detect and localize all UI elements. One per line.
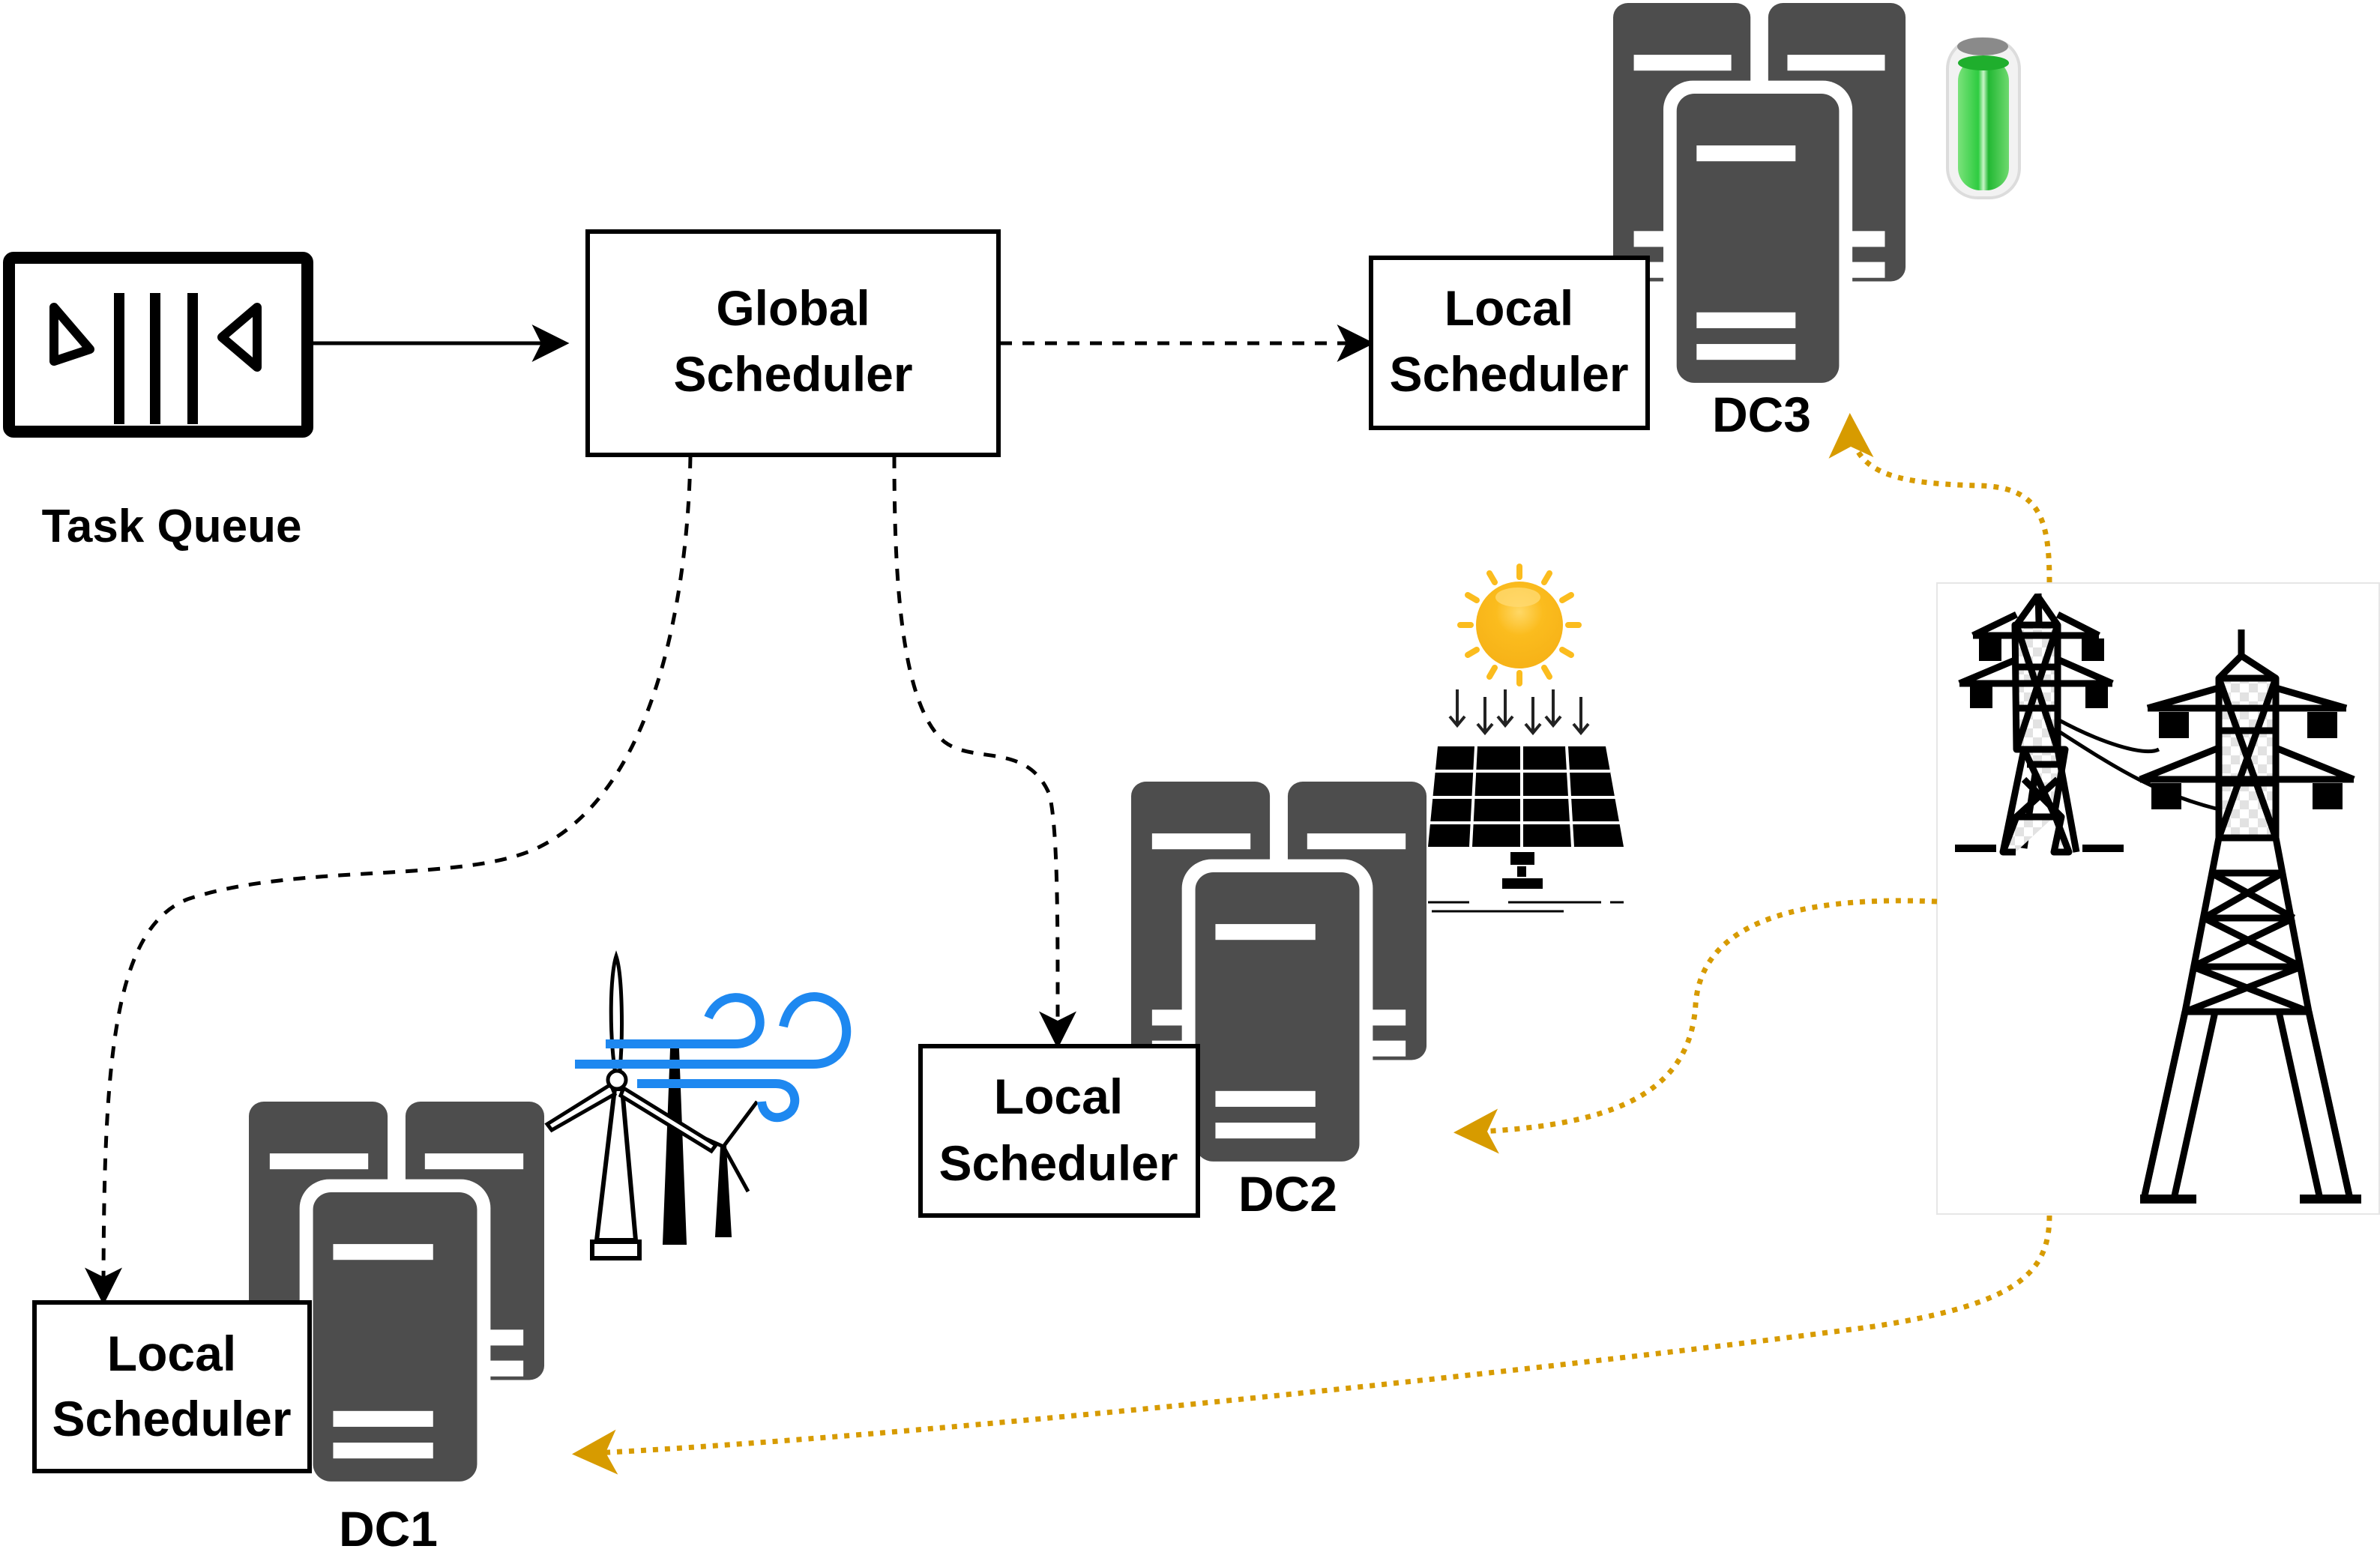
wind-turbine-icon bbox=[544, 950, 759, 1260]
task-queue: Task Queue bbox=[3, 252, 313, 552]
battery-icon bbox=[1946, 37, 2021, 199]
global-scheduler-box bbox=[585, 229, 1001, 457]
dc2-local-scheduler-box bbox=[918, 1044, 1200, 1218]
dc1-local-scheduler-line1: Local bbox=[107, 1326, 236, 1381]
global-scheduler-line2: Scheduler bbox=[673, 346, 912, 402]
dc3-local-scheduler-line1: Local bbox=[1444, 280, 1573, 336]
dc3-label: DC3 bbox=[1712, 387, 1811, 442]
solar-panel-icon bbox=[1428, 746, 1624, 913]
queue-icon bbox=[49, 293, 262, 424]
transmission-tower-icon bbox=[1955, 593, 2361, 1204]
dc2-local-scheduler-line1: Local bbox=[994, 1069, 1123, 1124]
dc1-local-scheduler-line2: Scheduler bbox=[52, 1391, 291, 1446]
dc2-label: DC2 bbox=[1238, 1166, 1337, 1222]
dc3: Local Scheduler DC3 bbox=[1369, 3, 2021, 442]
edge-global-to-dc1 bbox=[85, 456, 693, 1305]
power-flow-to-dc2 bbox=[1453, 898, 1938, 1154]
power-flow-to-dc3 bbox=[1828, 413, 2052, 583]
edge-global-to-dc2 bbox=[892, 456, 1077, 1049]
dc3-local-scheduler-line2: Scheduler bbox=[1389, 346, 1628, 402]
sunlight-arrows-icon bbox=[1448, 689, 1590, 736]
sun-icon bbox=[1457, 564, 1582, 686]
dc3-server-cluster-icon bbox=[1613, 3, 1906, 383]
dc2-local-scheduler-line2: Scheduler bbox=[939, 1135, 1178, 1191]
dc2: Local Scheduler DC2 bbox=[918, 564, 1624, 1222]
task-queue-label: Task Queue bbox=[42, 501, 302, 552]
power-grid-frame bbox=[1936, 582, 2380, 1215]
dc1-local-scheduler-box bbox=[32, 1300, 312, 1473]
dc1: Local Scheduler DC1 bbox=[32, 950, 852, 1549]
global-scheduler: Global Scheduler bbox=[585, 229, 1001, 457]
power-grid bbox=[1936, 582, 2380, 1215]
dc3-local-scheduler-box bbox=[1369, 256, 1650, 430]
dc1-label: DC1 bbox=[339, 1501, 438, 1549]
power-flow-to-dc1 bbox=[572, 1215, 2052, 1475]
wind-icon bbox=[575, 992, 852, 1123]
global-scheduler-line1: Global bbox=[716, 280, 870, 336]
